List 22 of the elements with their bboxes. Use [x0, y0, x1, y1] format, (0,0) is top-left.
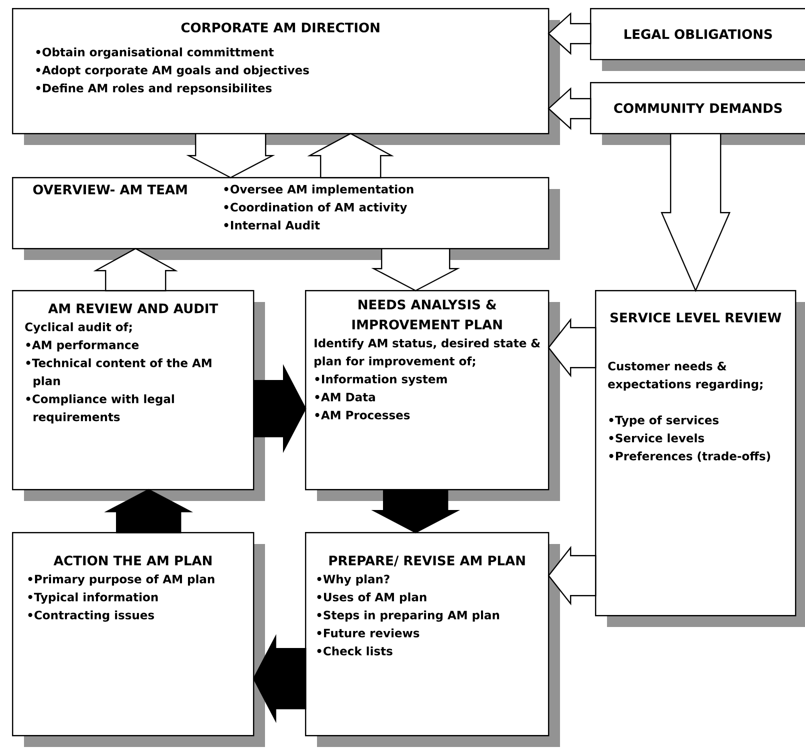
process-box: OVERVIEW- AM TEAM •Oversee AM implementation •Coordination of AM activity •Internal Audit	[12, 177, 560, 260]
block-arrow	[660, 133, 731, 292]
block-arrow	[252, 634, 306, 724]
process-box: COMMUNITY DEMANDS	[590, 82, 805, 145]
block-arrow	[371, 489, 460, 534]
block-arrow	[186, 133, 276, 178]
block-arrow	[104, 488, 194, 534]
process-box: AM REVIEW AND AUDIT Cyclical audit of; •AM performance •Technical content of the AM plan •Compliance with legal requirements	[12, 290, 265, 501]
block-arrow	[548, 12, 592, 55]
process-box: LEGAL OBLIGATIONS	[590, 8, 805, 71]
block-arrow	[307, 132, 394, 178]
process-box: SERVICE LEVEL REVIEW Customer needs & expectations regarding; •Type of services •Service levels •Preferences (trade-offs)	[595, 290, 805, 627]
block-arrow	[548, 318, 596, 378]
process-box: ACTION THE AM PLAN •Primary purpose of AM plan •Typical information •Contracting issues	[12, 532, 265, 747]
process-box: NEEDS ANALYSIS & IMPROVEMENT PLAN Identify AM status, desired state & plan for improvement of; •Information system •AM Data •AM Processes	[305, 290, 560, 501]
block-arrow	[253, 364, 306, 454]
block-arrow	[548, 87, 592, 130]
process-box: CORPORATE AM DIRECTION •Obtain organisational committment •Adopt corporate AM goals and objectives •Define AM roles and repsonsibilites	[12, 8, 560, 145]
block-arrow	[93, 248, 178, 292]
process-box: PREPARE/ REVISE AM PLAN •Why plan? •Uses of AM plan •Steps in preparing AM plan •Future reviews •Check lists	[305, 532, 560, 747]
block-arrow	[548, 546, 596, 606]
block-arrow	[371, 248, 460, 292]
